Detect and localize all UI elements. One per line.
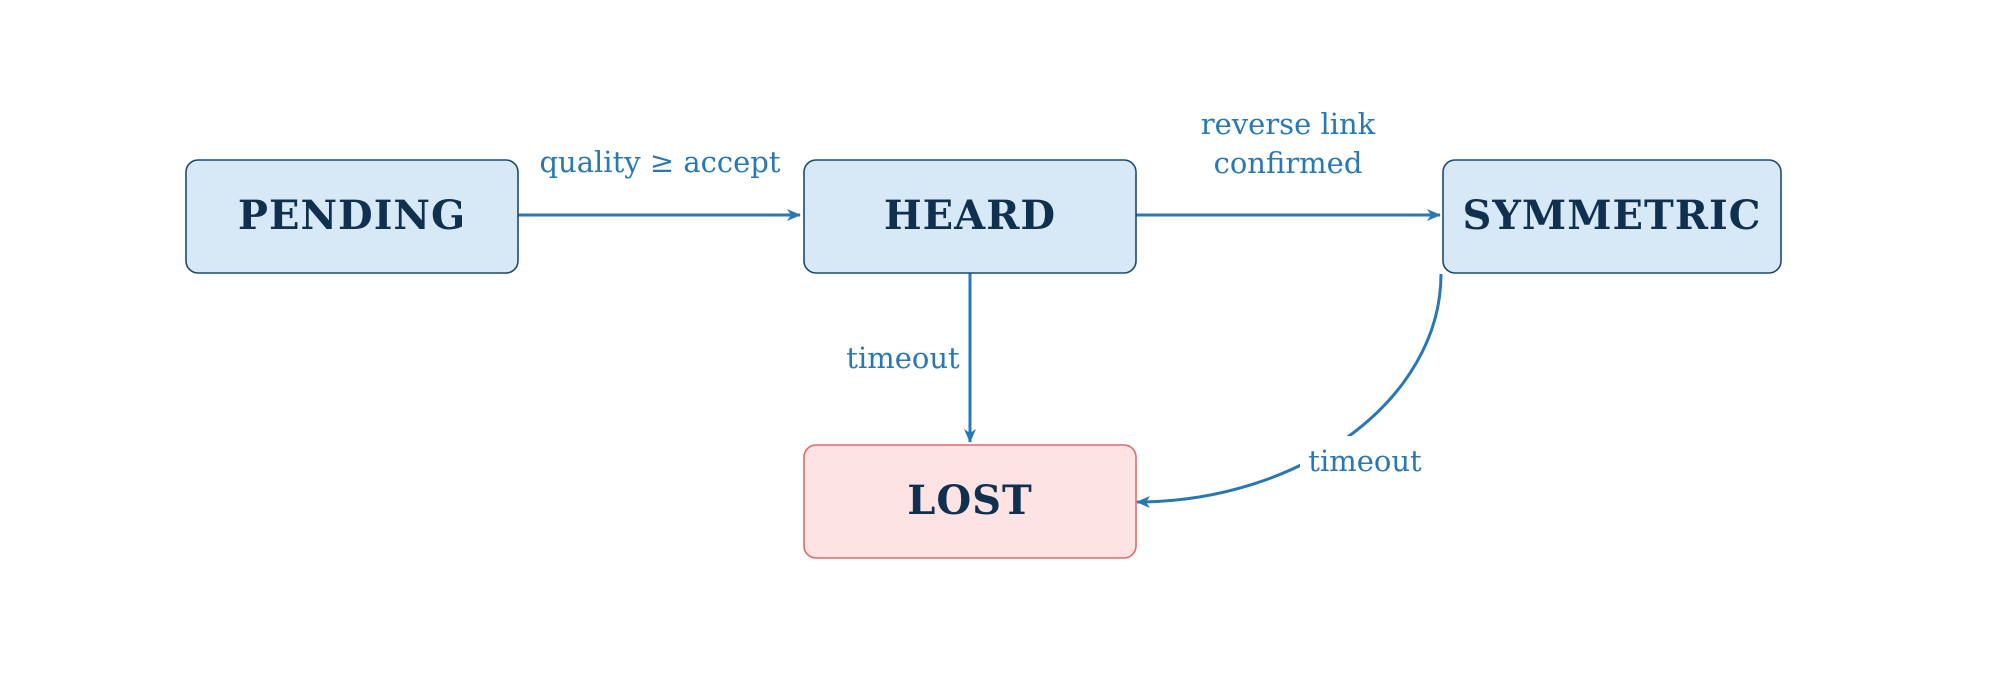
node-lost-label: LOST — [907, 477, 1033, 524]
node-heard-label: HEARD — [884, 192, 1056, 239]
node-heard: HEARD — [803, 159, 1137, 274]
edge-heard-symmetric: reverse link confirmed — [1136, 107, 1441, 221]
edge-pending-heard: quality ≥ accept — [518, 145, 801, 221]
node-symmetric: SYMMETRIC — [1442, 159, 1782, 274]
node-pending-label: PENDING — [238, 192, 466, 239]
node-pending: PENDING — [185, 159, 519, 274]
arrow-symmetric-lost — [1136, 273, 1443, 508]
node-pending-box — [185, 159, 519, 274]
node-lost-box — [803, 444, 1137, 559]
node-lost: LOST — [803, 444, 1137, 559]
edge-symmetric-lost: timeout — [1136, 273, 1443, 508]
edge-label-timeout-heard: timeout — [846, 341, 960, 375]
edge-label-background — [1300, 436, 1430, 480]
edge-label-reverse-link: reverse link — [1201, 107, 1376, 141]
edge-label-quality-accept: quality ≥ accept — [539, 145, 780, 179]
edge-label-confirmed: confirmed — [1214, 146, 1363, 180]
node-symmetric-box — [1442, 159, 1782, 274]
node-heard-box — [803, 159, 1137, 274]
node-symmetric-label: SYMMETRIC — [1462, 192, 1761, 239]
edge-heard-lost: timeout — [846, 273, 976, 443]
edge-label-timeout-symmetric: timeout — [1308, 444, 1422, 478]
